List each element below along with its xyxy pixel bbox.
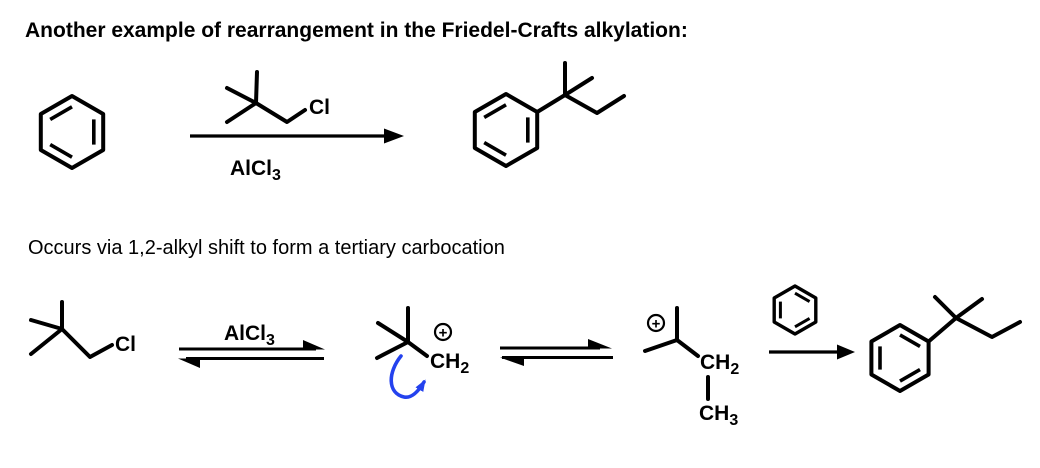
reaction-arrow-1: AlCl3: [190, 128, 404, 184]
plus-charge-icon: [646, 313, 666, 333]
equilibrium-arrows-1: AlCl3: [178, 322, 325, 368]
plus-charge-sign: +: [439, 324, 448, 341]
reaction-arrow-2: [769, 344, 855, 360]
benzene-ring: [772, 284, 818, 336]
tert-amylbenzene-product-structure-2: [869, 295, 1022, 393]
bond-line: [675, 338, 700, 358]
ch3-label: CH3: [699, 402, 738, 429]
double-bond-line: [49, 143, 73, 159]
alcl3-subscript: 3: [272, 167, 281, 184]
benzene-reactant-structure: [38, 94, 106, 170]
bond-line: [563, 76, 594, 97]
benzene-over-arrow-structure: [772, 284, 818, 336]
arrowhead-icon: [837, 344, 855, 360]
bond-line: [563, 93, 626, 115]
chlorine-label: Cl: [309, 96, 330, 119]
bond-line: [29, 318, 64, 331]
benzene-ring: [38, 94, 106, 170]
equilibrium-arrows-2: [500, 339, 613, 366]
ch2-label: CH2: [430, 350, 469, 377]
ch2-subscript: 2: [730, 361, 739, 378]
neopentyl-cation-structure: CH2 +: [375, 306, 469, 399]
bond-line: [254, 101, 307, 124]
arrowhead-icon: [384, 128, 404, 144]
equilibrium-forward-head-icon: [588, 339, 612, 349]
alcl3-base-text: AlCl: [230, 157, 272, 180]
double-bond-line: [899, 368, 921, 383]
equilibrium-reverse-head-icon: [178, 358, 200, 368]
ch2-base-text: CH: [700, 351, 730, 374]
ch2-subscript: 2: [460, 360, 469, 377]
bond-line: [535, 61, 567, 114]
chlorine-label-2: Cl: [115, 333, 136, 356]
bond-line: [406, 340, 429, 358]
equilibrium-forward-head-icon: [303, 340, 325, 350]
bond-line: [225, 86, 258, 105]
methyl-shift-curved-arrow: [389, 354, 426, 399]
neopentyl-chloride-structure: Cl: [225, 70, 330, 124]
mechanism-caption: Occurs via 1,2-alkyl shift to form a ter…: [28, 237, 505, 259]
tert-amyl-cation-structure: + CH2 CH3: [643, 306, 739, 429]
plus-charge-sign: +: [652, 315, 661, 332]
ch3-base-text: CH: [699, 402, 729, 425]
bond-line: [60, 327, 114, 359]
double-bond-line: [794, 317, 811, 329]
bond-line: [254, 70, 259, 105]
double-bond-line: [794, 291, 811, 303]
double-bond-line: [483, 103, 507, 119]
double-bond-line: [49, 105, 73, 121]
bond-line: [933, 295, 958, 320]
bond-line: [954, 316, 1022, 339]
bond-line: [29, 327, 64, 356]
neopentyl-chloride-structure-2: Cl: [29, 300, 136, 359]
alcl3-subscript: 3: [266, 332, 275, 349]
bond-line: [926, 316, 958, 344]
alcl3-base-text: AlCl: [224, 322, 266, 345]
bond-line: [954, 297, 984, 320]
alcl3-catalyst-label: AlCl3: [230, 157, 281, 184]
alcl3-equilibrium-label: AlCl3: [224, 322, 275, 349]
ch2-label: CH2: [700, 351, 739, 378]
bond-line: [643, 338, 679, 353]
ch2-base-text: CH: [430, 350, 460, 373]
plus-charge-icon: [433, 322, 453, 342]
bond-line: [225, 101, 258, 124]
tert-amylbenzene-product-structure: [472, 61, 626, 168]
page-title: Another example of rearrangement in the …: [25, 19, 688, 42]
double-bond-line: [483, 141, 507, 157]
bond-line: [375, 340, 410, 360]
bond-line: [376, 321, 410, 344]
equilibrium-reverse-head-icon: [500, 357, 524, 366]
ch3-subscript: 3: [729, 412, 738, 429]
double-bond-line: [899, 333, 921, 348]
